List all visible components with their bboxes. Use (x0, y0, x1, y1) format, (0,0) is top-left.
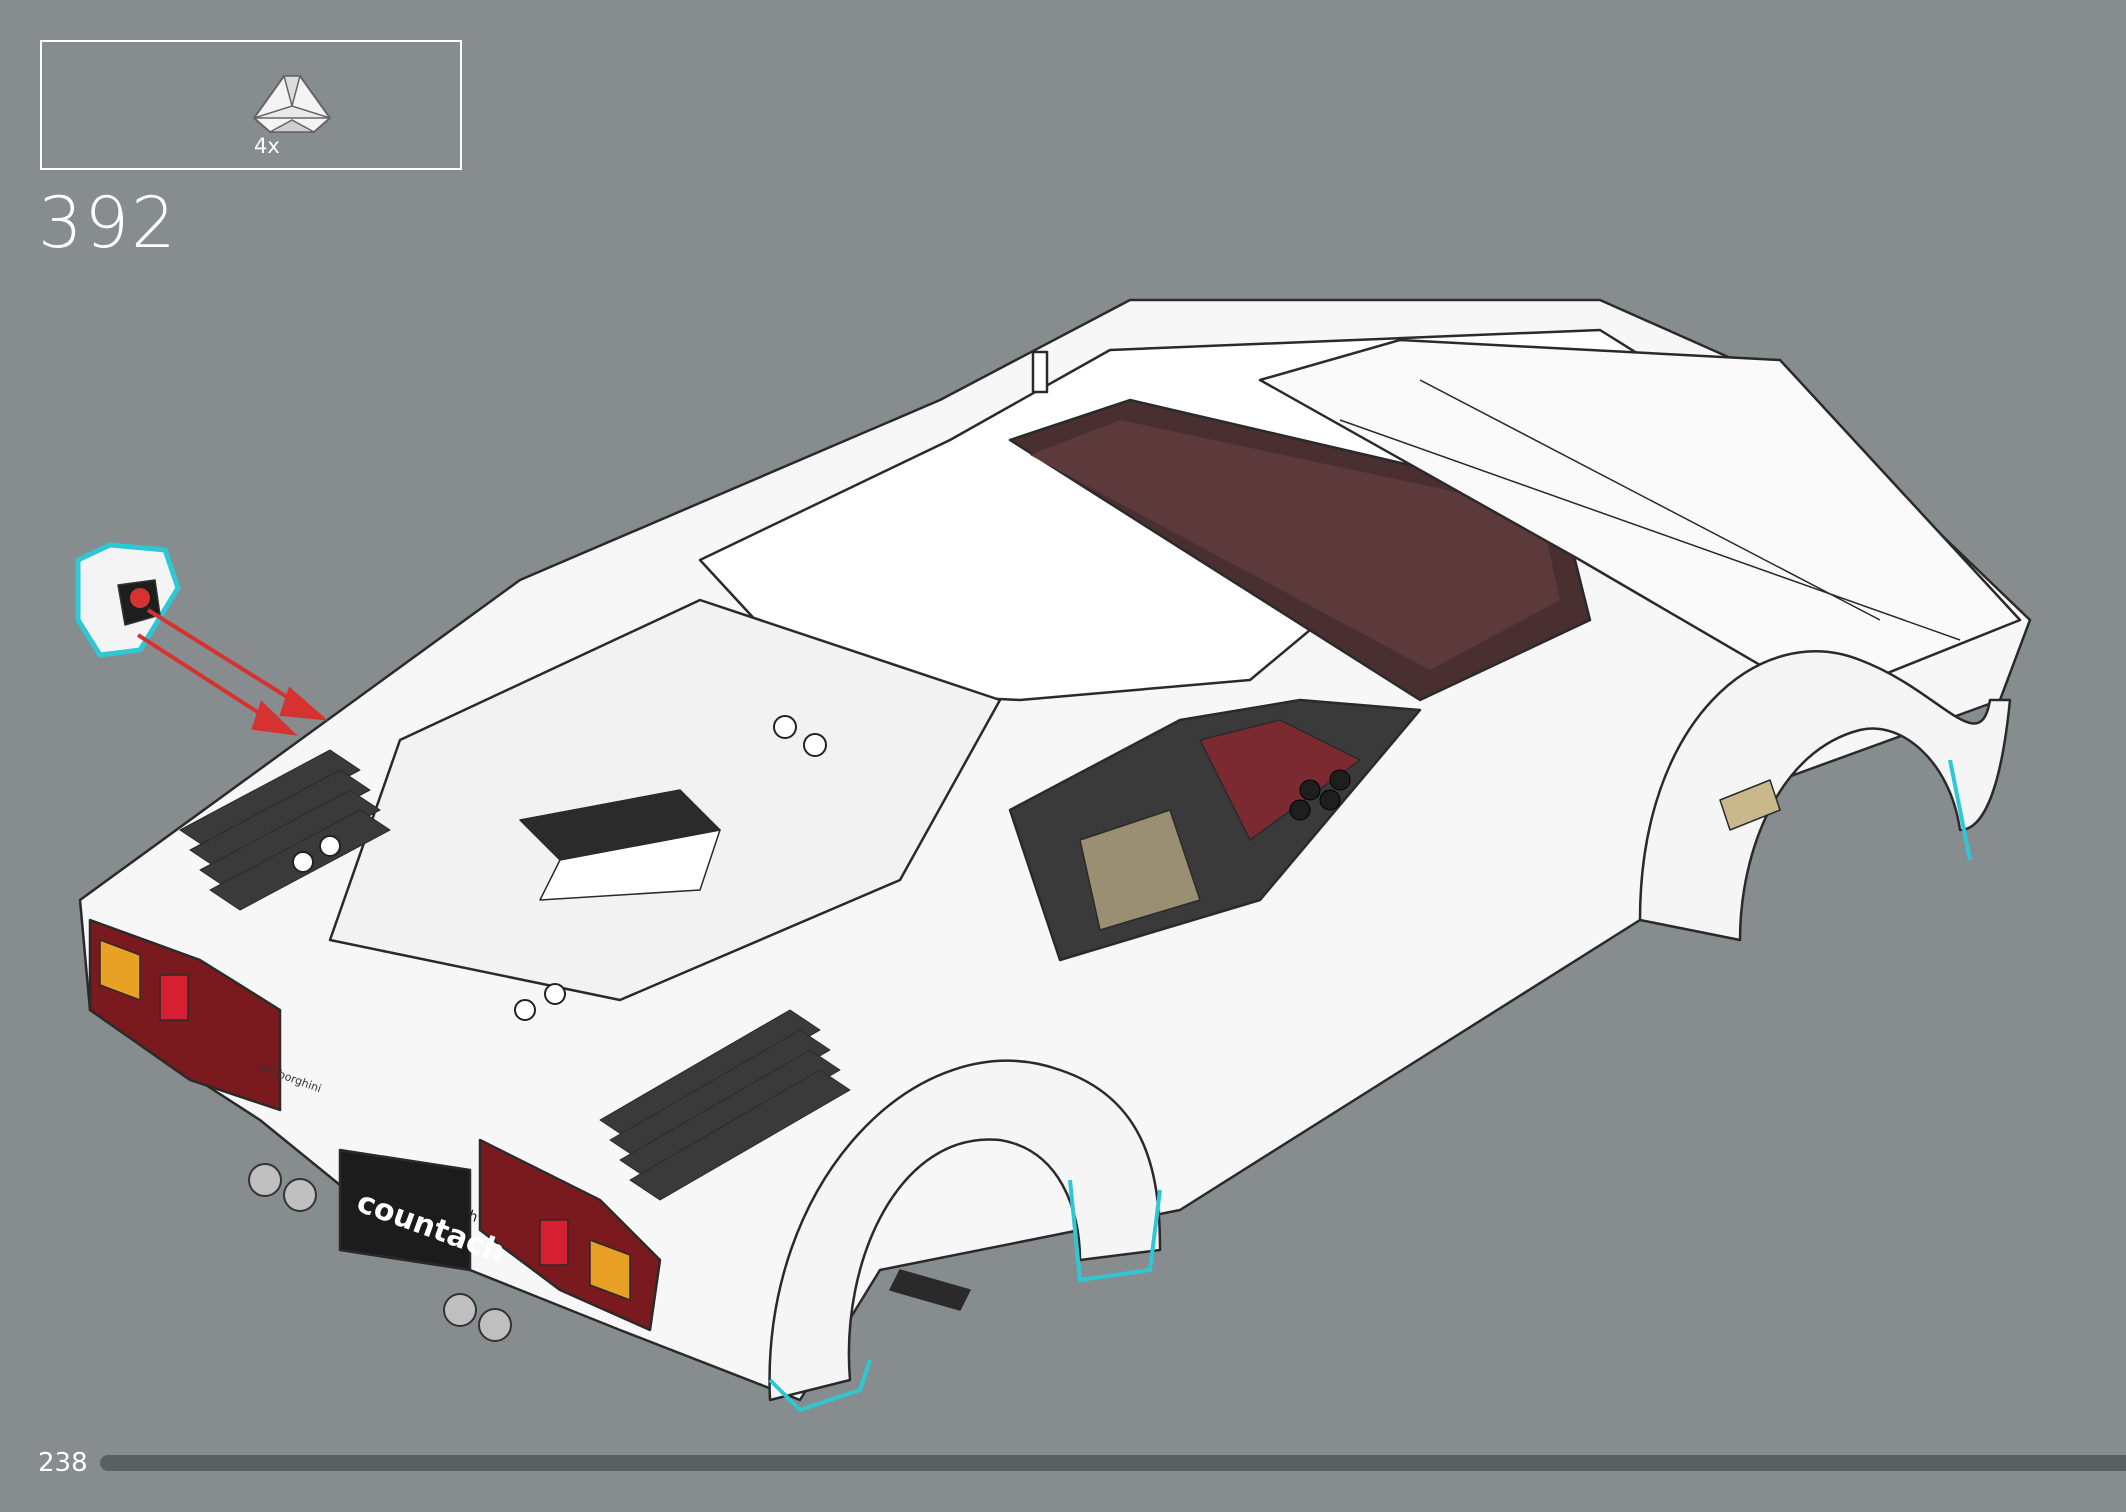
loose-part (75, 542, 181, 658)
axle (1719, 779, 1781, 831)
part-quantity: 4x (254, 134, 280, 158)
wheel-arch-front (1638, 650, 2012, 942)
progress-bar (100, 1455, 2126, 1471)
antenna (1031, 350, 1049, 394)
interior-studs (1289, 769, 1351, 821)
top-studs (292, 715, 827, 1021)
wheel-arch-rear (768, 1059, 1162, 1402)
exhaust-pipes (248, 1163, 512, 1342)
insertion-arrows (136, 608, 329, 736)
page-number: 238 (38, 1448, 88, 1478)
step-number: 392 (38, 182, 178, 264)
white-slope-brick-icon (252, 75, 332, 133)
rear-plate (338, 1148, 472, 1272)
rear-vent-left (179, 749, 391, 911)
parts-callout: 4x (40, 40, 462, 170)
rear-vent-right (599, 1009, 851, 1201)
new-part-highlights (768, 759, 1972, 1413)
part-icon (242, 60, 342, 170)
front-hood (1258, 338, 2022, 702)
